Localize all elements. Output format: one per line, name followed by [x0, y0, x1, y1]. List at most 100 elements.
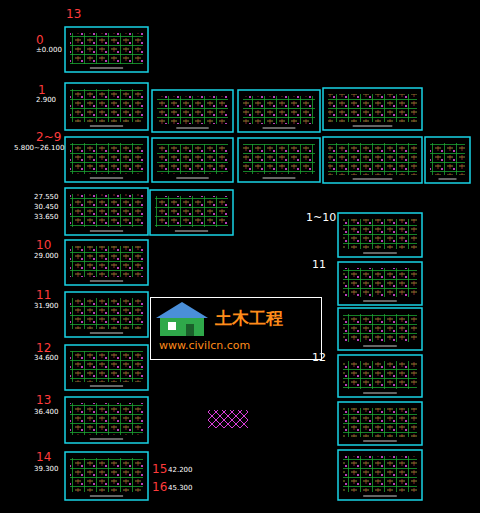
floor-plan	[70, 143, 143, 174]
title-line	[176, 128, 208, 129]
floor-plan	[155, 196, 228, 227]
sheet-frame	[65, 397, 148, 443]
elevation-text: 5.800~26.100	[14, 145, 64, 152]
watermark-box: 土木工程 www.civilcn.com	[150, 297, 322, 360]
sheet-frame	[150, 190, 233, 235]
floor-plan	[157, 96, 228, 124]
floor-number: 10	[36, 239, 51, 251]
watermark-title: 土木工程	[215, 310, 283, 327]
sheet-frame	[152, 90, 233, 132]
sheet-frame	[338, 308, 422, 350]
floor-plan	[243, 96, 315, 124]
title-line	[363, 496, 397, 497]
floor-number: 13	[36, 394, 51, 406]
title-line	[363, 393, 397, 394]
sheet-number: 11	[312, 259, 326, 270]
sheet-frame	[65, 137, 148, 182]
sheet-number: 1~10	[306, 212, 336, 223]
sheet-frame	[323, 88, 422, 130]
floor-number: 2~9	[36, 131, 61, 143]
floor-plan	[70, 194, 143, 227]
sheet-frame	[323, 137, 422, 183]
title-line	[263, 128, 296, 129]
floor-plan	[343, 408, 417, 437]
floor-plan	[343, 314, 417, 342]
title-line	[90, 126, 123, 127]
floor-plan	[70, 298, 143, 329]
title-line	[363, 253, 397, 254]
title-line	[176, 178, 208, 179]
sheet-frame	[238, 90, 320, 132]
floor-plan	[70, 458, 143, 492]
title-line	[90, 281, 123, 282]
elevation-text: 2.900	[36, 97, 56, 104]
floor-plan	[343, 456, 417, 492]
floor-number: 15	[152, 463, 167, 475]
floor-plan	[243, 144, 315, 174]
sheet-frames	[65, 27, 470, 500]
sheet-frame	[65, 292, 148, 337]
floor-plan	[343, 361, 417, 389]
floor-number: 13	[66, 8, 81, 20]
floor-plan	[328, 94, 417, 122]
title-line	[363, 346, 397, 347]
sheet-frame	[338, 450, 422, 500]
elevation-text: 34.600	[34, 355, 59, 362]
title-line	[90, 68, 123, 69]
floor-number: 0	[36, 34, 44, 46]
floor-plan	[70, 403, 143, 435]
title-line	[353, 179, 393, 180]
title-line	[353, 126, 393, 127]
sheet-frame	[152, 138, 233, 182]
sheet-frame	[338, 355, 422, 397]
elevation-text: 31.900	[34, 303, 59, 310]
elevation-text: 30.450	[34, 204, 59, 211]
title-line	[90, 496, 123, 497]
hatch-sample	[208, 410, 248, 428]
floor-number: 12	[36, 342, 51, 354]
title-line	[363, 441, 397, 442]
elevation-text: 29.000	[34, 253, 59, 260]
sheet-frame	[238, 138, 320, 182]
elevation-text: 27.550	[34, 194, 59, 201]
floor-number: 16	[152, 481, 167, 493]
floor-plan	[70, 351, 143, 382]
sheet-frame	[65, 83, 148, 130]
title-line	[90, 333, 123, 334]
title-line	[439, 179, 457, 180]
sheet-frame	[65, 27, 148, 72]
sheet-number: 12	[312, 352, 326, 363]
floor-plan	[157, 144, 228, 174]
title-line	[90, 386, 123, 387]
floor-plan	[343, 219, 417, 249]
floor-number: 14	[36, 451, 51, 463]
floor-plan	[328, 143, 417, 175]
title-line	[175, 231, 208, 232]
elevation-text: 45.300	[168, 485, 193, 492]
title-line	[90, 231, 123, 232]
title-line	[263, 178, 296, 179]
floor-number: 1	[38, 84, 46, 96]
sheet-frame	[65, 452, 148, 500]
elevation-text: 33.650	[34, 214, 59, 221]
elevation-text: ±0.000	[36, 47, 62, 54]
floor-number: 11	[36, 289, 51, 301]
sheet-frame	[338, 213, 422, 257]
sheet-frame	[338, 402, 422, 445]
sheet-frame	[65, 345, 148, 390]
floor-plan	[70, 89, 143, 122]
sheet-frame	[65, 188, 148, 235]
watermark-url: www.civilcn.com	[159, 340, 250, 351]
floor-plan	[70, 246, 143, 277]
title-line	[90, 439, 123, 440]
floor-plan	[430, 143, 465, 175]
sheet-frame	[65, 240, 148, 285]
elevation-text: 36.400	[34, 409, 59, 416]
sheet-frame	[338, 262, 422, 305]
floor-plan	[343, 268, 417, 297]
title-line	[363, 301, 397, 302]
sheet-frame	[425, 137, 470, 183]
elevation-text: 39.300	[34, 466, 59, 473]
